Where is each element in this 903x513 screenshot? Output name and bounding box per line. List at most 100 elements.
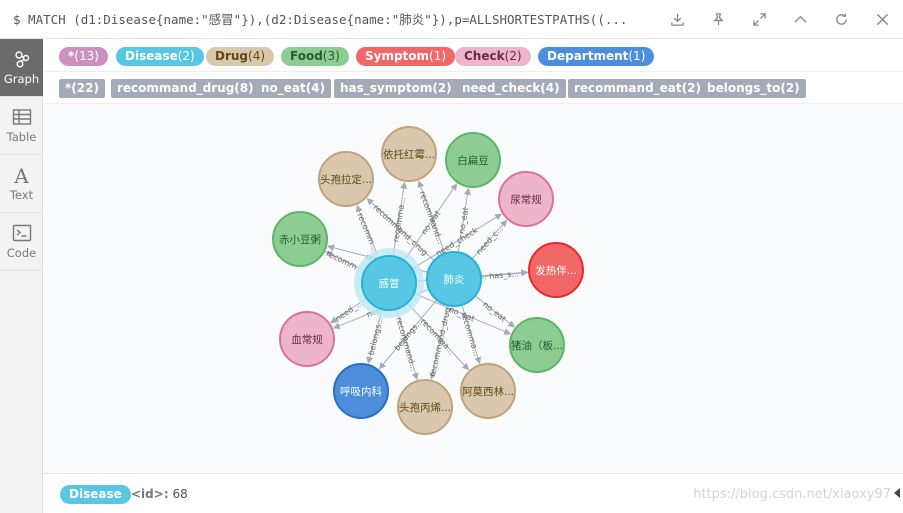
property-value: 68	[172, 487, 188, 501]
graph-node[interactable]: 白扁豆	[445, 132, 501, 188]
node-label: 尿常规	[510, 193, 542, 206]
sidebar-item-code[interactable]: Code	[0, 213, 43, 271]
node-label: 阿莫西林...	[462, 385, 514, 398]
graph-edge[interactable]: no_eat	[457, 187, 471, 253]
edge-line[interactable]	[366, 198, 435, 262]
relationship-type-tag[interactable]: belongs_to(2)	[701, 79, 806, 98]
graph-edge[interactable]: has_s...	[480, 269, 529, 281]
graph-node[interactable]: 尿常规	[498, 171, 554, 227]
node-circle[interactable]	[498, 171, 554, 227]
node-circle[interactable]	[528, 242, 584, 298]
node-label-pill[interactable]: Disease(2)	[116, 47, 204, 66]
collapse-caret-icon[interactable]	[894, 488, 900, 498]
edge-label: has_s...	[489, 269, 520, 281]
node-circle[interactable]	[381, 126, 437, 182]
edge-line[interactable]	[403, 183, 458, 261]
edge-line[interactable]	[392, 181, 408, 257]
graph-svg[interactable]: recomm...recommand_drugrecomma...recomma…	[44, 104, 903, 473]
edge-line[interactable]	[417, 180, 446, 254]
node-circle[interactable]	[445, 132, 501, 188]
node-circle[interactable]	[509, 317, 565, 373]
edge-line[interactable]	[457, 187, 471, 253]
node-label-count: (1)	[429, 49, 447, 63]
node-circle[interactable]	[426, 251, 482, 307]
watermark: https://blog.csdn.net/xiaoxy97	[693, 487, 891, 502]
refresh-icon[interactable]	[821, 0, 862, 39]
node-label-pill[interactable]: *(13)	[59, 47, 108, 66]
node-circle[interactable]	[272, 211, 328, 267]
graph-node[interactable]: 赤小豆粥	[272, 211, 328, 267]
edge-line[interactable]	[411, 213, 503, 270]
node-label-pill[interactable]: Drug(4)	[206, 47, 275, 66]
node-circle[interactable]	[361, 255, 417, 311]
edge-label: no_eat	[457, 207, 470, 235]
graph-node[interactable]: 头孢丙烯...	[397, 379, 453, 435]
close-icon[interactable]	[862, 0, 903, 39]
graph-node[interactable]: 呼吸内科	[333, 363, 389, 419]
node-label-name: Drug	[215, 49, 249, 63]
edge-label: belongs...	[366, 316, 385, 356]
node-circle[interactable]	[460, 363, 516, 419]
graph-edge[interactable]: need_c...	[471, 219, 508, 260]
graph-node[interactable]: 阿莫西林...	[460, 363, 516, 419]
graph-edge[interactable]: recomm...	[356, 204, 380, 259]
edge-label: no_eat	[481, 300, 508, 324]
pin-icon[interactable]	[698, 0, 739, 39]
graph-node[interactable]: 感冒	[354, 248, 424, 318]
expand-icon[interactable]	[739, 0, 780, 39]
relationship-type-tag[interactable]: recommand_drug(8)	[111, 79, 260, 98]
node-circle[interactable]	[333, 363, 389, 419]
sidebar-item-graph[interactable]: Graph	[0, 39, 43, 97]
selected-label-pill[interactable]: Disease	[60, 485, 131, 504]
node-label-pill[interactable]: Check(2)	[455, 47, 531, 66]
node-circle[interactable]	[397, 379, 453, 435]
node-label-pill[interactable]: Symptom(1)	[356, 47, 456, 66]
sidebar-item-text[interactable]: A Text	[0, 155, 43, 213]
view-sidebar: Graph Table A Text Code	[0, 39, 43, 513]
property-key: <id>:	[131, 487, 169, 501]
node-label-pill[interactable]: Food(3)	[281, 47, 349, 66]
sidebar-item-label: Code	[6, 246, 37, 260]
edge-line[interactable]	[429, 305, 449, 380]
edge-line[interactable]	[356, 204, 380, 259]
graph-node[interactable]: 猪油（板...	[509, 317, 565, 373]
node-label: 猪油（板...	[511, 339, 563, 352]
graph-node[interactable]: 肺炎	[426, 251, 482, 307]
node-label-name: Symptom	[365, 49, 430, 63]
relationship-type-tag[interactable]: no_eat(4)	[255, 79, 332, 98]
edge-line[interactable]	[406, 302, 470, 371]
download-icon[interactable]	[657, 0, 698, 39]
relationship-type-tag[interactable]: recommand_eat(2)	[568, 79, 707, 98]
relationship-type-tag[interactable]: need_check(4)	[456, 79, 566, 98]
edge-line[interactable]	[396, 308, 419, 381]
edge-line[interactable]	[461, 304, 482, 365]
node-label: 头孢拉定...	[320, 173, 372, 186]
text-icon: A	[14, 163, 29, 188]
edge-line[interactable]	[471, 219, 508, 260]
node-label-name: Food	[290, 49, 323, 63]
edge-line[interactable]	[378, 299, 438, 370]
graph-node[interactable]: 头孢拉定...	[318, 151, 374, 207]
graph-node[interactable]: 依托红霉...	[381, 126, 437, 182]
edge-line[interactable]	[480, 269, 529, 278]
graph-node[interactable]: 血常规	[279, 311, 335, 367]
node-label-name: Check	[464, 49, 505, 63]
node-circle[interactable]	[318, 151, 374, 207]
node-circle[interactable]	[279, 311, 335, 367]
graph-node[interactable]: 发热伴...	[528, 242, 584, 298]
edge-line[interactable]	[366, 309, 383, 364]
graph-edge[interactable]: no_eat	[474, 295, 516, 328]
node-label-pill[interactable]: Department(1)	[538, 47, 655, 66]
frame-toolbar	[657, 0, 903, 39]
inspector-footer: Disease <id>: 68 https://blog.csdn.net/x…	[44, 473, 903, 513]
query-text[interactable]: $ MATCH (d1:Disease{name:"感冒"}),(d2:Dise…	[13, 12, 628, 27]
edge-line[interactable]	[474, 295, 516, 328]
sidebar-item-table[interactable]: Table	[0, 97, 43, 155]
relationship-type-tag[interactable]: *(22)	[59, 79, 105, 98]
relationship-type-tag[interactable]: has_symptom(2)	[334, 79, 458, 98]
node-label: 血常规	[291, 333, 323, 346]
edge-line[interactable]	[413, 292, 512, 335]
graph-nodes: 感冒肺炎 头孢拉定... 依托红霉...白扁豆尿常规发热伴... 赤小豆粥血常规 猪油（…	[272, 126, 584, 435]
chevron-up-icon[interactable]	[780, 0, 821, 39]
